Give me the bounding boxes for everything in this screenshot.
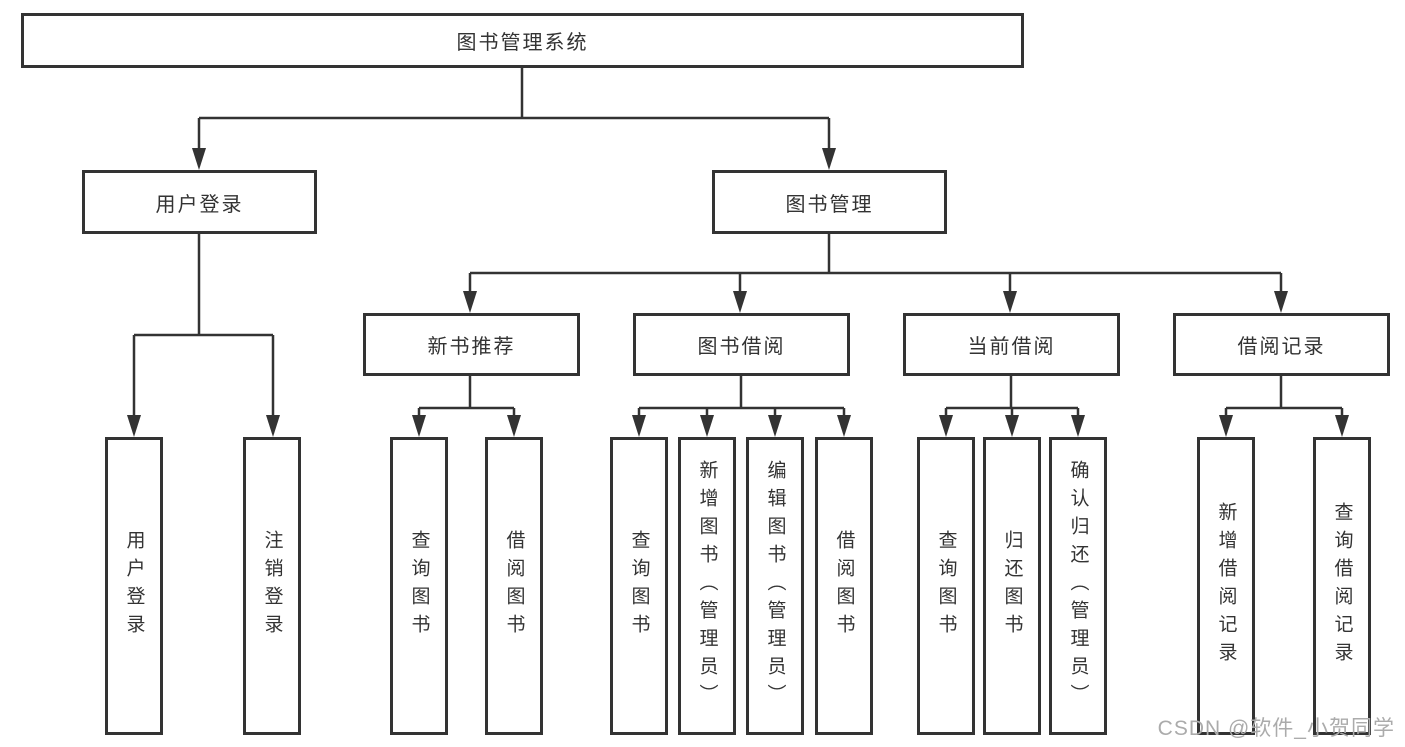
- node-leaf-query-book-3: 查询图书: [917, 437, 975, 735]
- node-leaf-query-borrow-record: 查询借阅记录: [1313, 437, 1371, 735]
- node-system-root: 图书管理系统: [21, 13, 1024, 68]
- node-leaf-borrow-book-1: 借阅图书: [485, 437, 543, 735]
- node-user-login-branch: 用户登录: [82, 170, 317, 234]
- node-leaf-edit-book-admin: 编辑图书（管理员）: [746, 437, 804, 735]
- node-book-management-branch: 图书管理: [712, 170, 947, 234]
- arrowheads: [127, 148, 1349, 437]
- node-leaf-borrow-book-2: 借阅图书: [815, 437, 873, 735]
- node-borrowing-records: 借阅记录: [1173, 313, 1390, 376]
- node-leaf-add-borrow-record: 新增借阅记录: [1197, 437, 1255, 735]
- node-leaf-user-login: 用户登录: [105, 437, 163, 735]
- node-current-borrowing: 当前借阅: [903, 313, 1120, 376]
- node-new-book-recommend: 新书推荐: [363, 313, 580, 376]
- node-leaf-query-book-2: 查询图书: [610, 437, 668, 735]
- node-leaf-confirm-return-admin: 确认归还（管理员）: [1049, 437, 1107, 735]
- node-leaf-return-book: 归还图书: [983, 437, 1041, 735]
- node-book-borrowing: 图书借阅: [633, 313, 850, 376]
- node-leaf-logout: 注销登录: [243, 437, 301, 735]
- watermark: CSDN @软件_小贺同学: [1157, 717, 1395, 740]
- node-leaf-add-book-admin: 新增图书（管理员）: [678, 437, 736, 735]
- node-leaf-query-book-1: 查询图书: [390, 437, 448, 735]
